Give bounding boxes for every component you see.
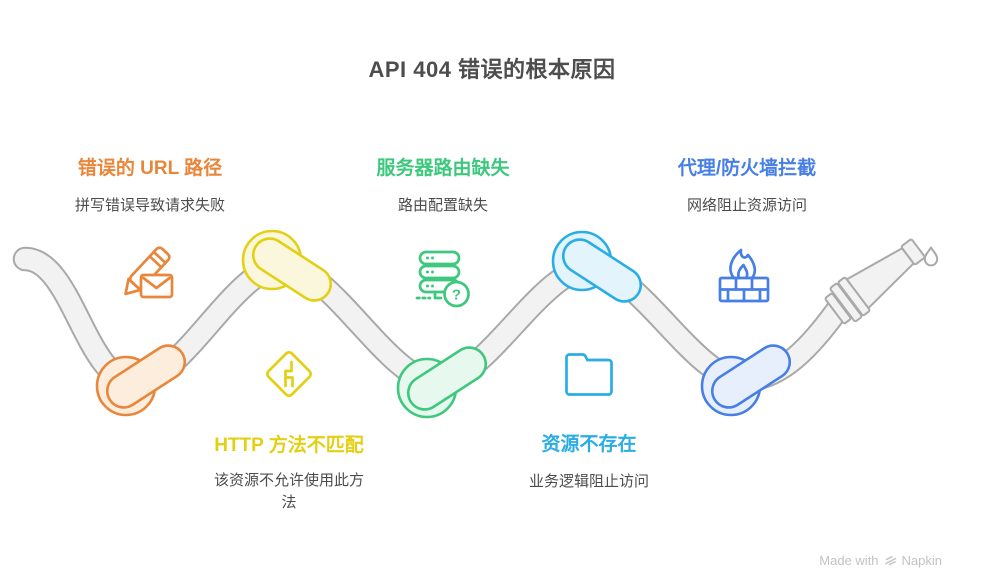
item-heading: 错误的 URL 路径 [77,158,223,179]
item-description: 业务逻辑阻止访问 [528,473,650,490]
rope-knot-route-missing [396,346,488,419]
pencil-envelope-icon [124,246,174,299]
rope-knot-http-method [241,229,333,302]
hose-nozzle [824,238,926,325]
item-http-method-mismatch: HTTP 方法不匹配 该资源不允许使用此方法 [208,430,370,514]
flame-glyph [729,248,757,280]
item-description: 路由配置缺失 [397,197,489,214]
question-glyph: ? [452,287,461,304]
rope-knot-resource-missing [551,230,643,303]
item-server-route-missing: 服务器路由缺失 路由配置缺失 [376,153,509,217]
road-sign-icon [265,350,313,398]
item-resource-not-found: 资源不存在 业务逻辑阻止访问 [529,429,649,493]
rope-knot-wrong-url [95,344,187,417]
page-title: API 404 错误的根本原因 [368,57,616,82]
napkin-watermark[interactable]: Made with Napkin [819,553,942,568]
napkin-logo-icon [884,556,896,566]
item-heading: 代理/防火墙拦截 [677,158,817,179]
item-heading: 资源不存在 [541,434,637,455]
watermark-brand: Napkin [901,553,942,568]
item-proxy-firewall-block: 代理/防火墙拦截 网络阻止资源访问 [678,153,816,217]
item-description: 网络阻止资源访问 [686,197,807,214]
envelope-glyph [139,273,174,299]
server-question-icon: ? [415,250,470,308]
watermark-prefix: Made with [819,553,879,568]
item-wrong-url-path: 错误的 URL 路径 拼写错误导致请求失败 [75,153,225,217]
item-description: 拼写错误导致请求失败 [74,197,226,214]
water-drop-icon [923,246,939,267]
folder-icon [565,353,613,396]
item-description: 该资源不允许使用此方法 [213,472,364,512]
item-heading: 服务器路由缺失 [376,158,510,179]
rope-knot-firewall [700,344,792,417]
item-heading: HTTP 方法不匹配 [214,435,364,456]
firewall-icon [718,248,770,303]
pencil-glyph [124,246,171,296]
